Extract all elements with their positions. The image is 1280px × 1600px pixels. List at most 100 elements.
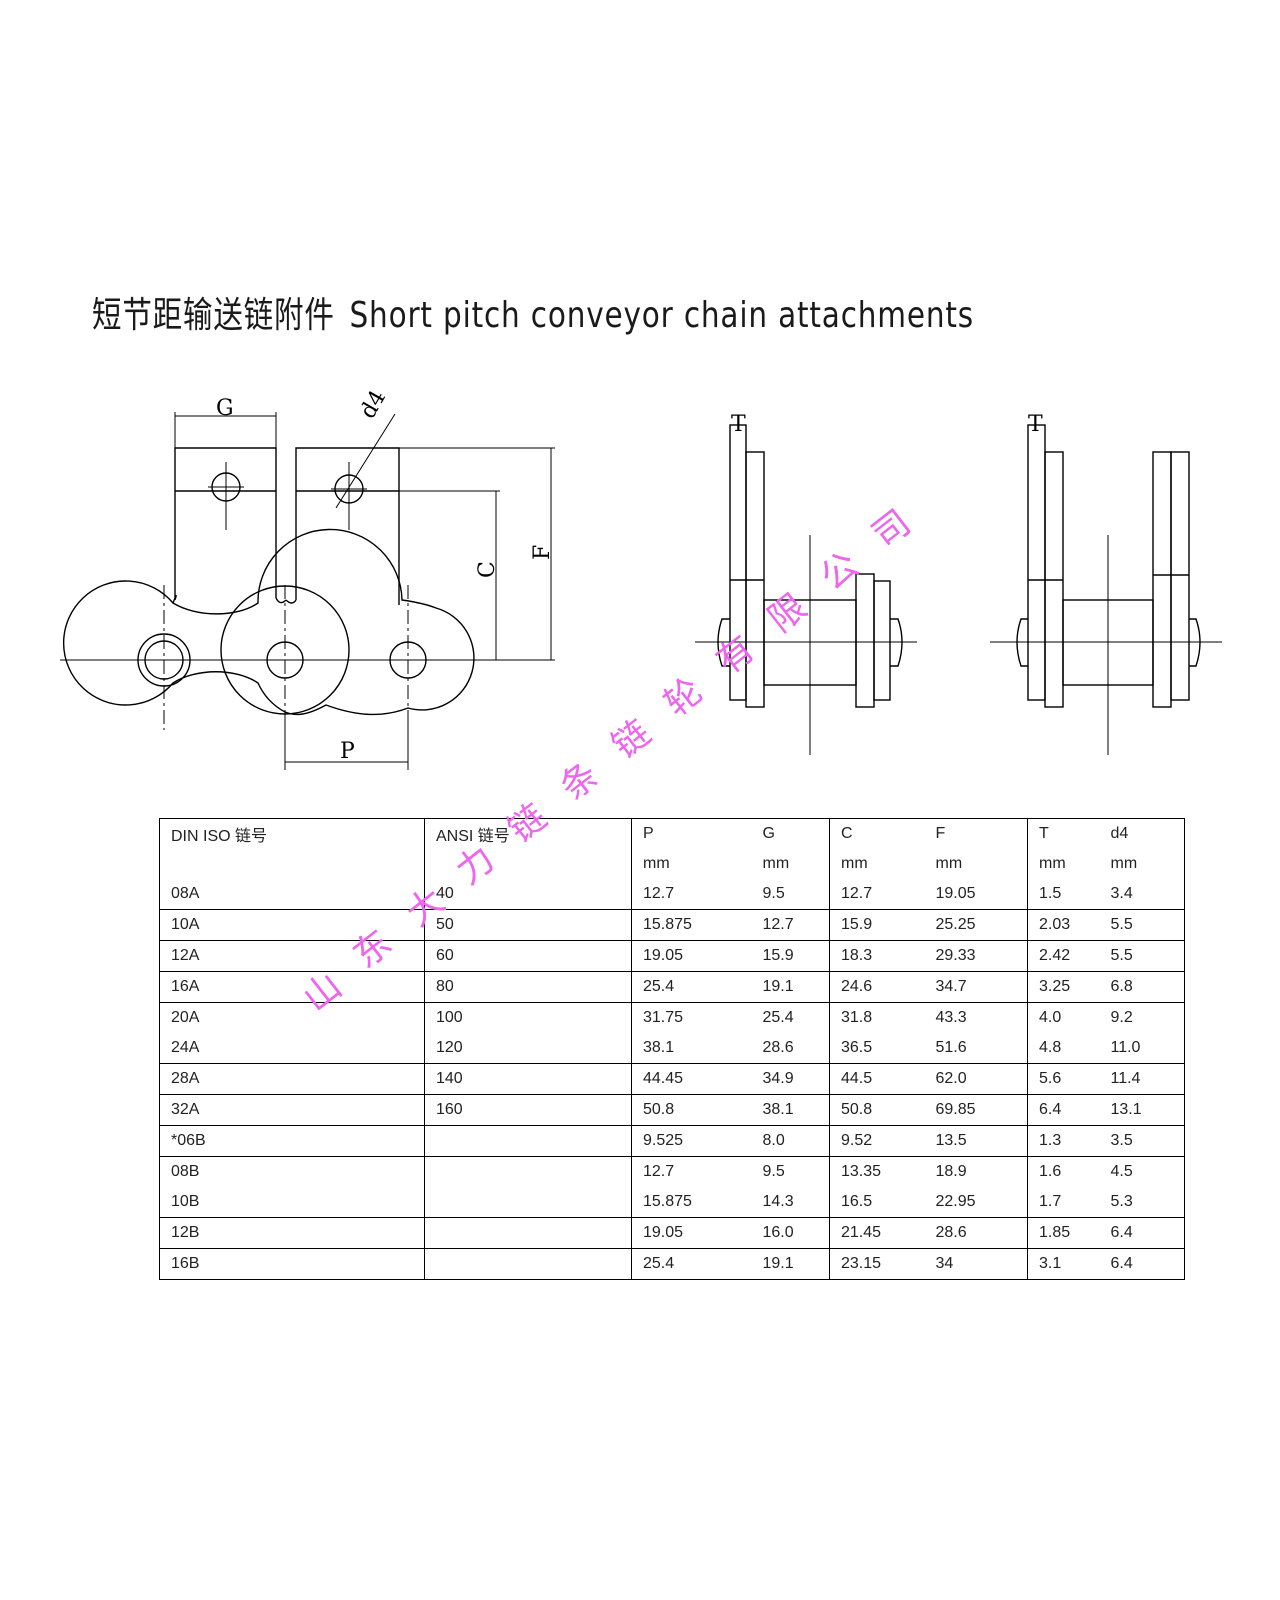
dim-label-p: P: [340, 739, 355, 764]
table-cell: 6.8: [1099, 971, 1185, 1003]
spec-table: DIN ISO 链号 ANSI 链号 P G C F T d4 mm mm mm…: [159, 818, 1185, 1280]
table-cell: 10A: [159, 909, 425, 941]
table-cell: 31.8: [829, 1002, 925, 1033]
table-cell: 19.05: [631, 1217, 752, 1249]
table-cell: 140: [424, 1063, 632, 1095]
table-cell: 51.6: [935, 1039, 967, 1056]
page-title-chinese: 短节距输送链附件: [92, 295, 335, 336]
table-cell: 20A: [159, 1002, 425, 1033]
table-cell: 9.2: [1099, 1002, 1185, 1033]
left-attachment: [172, 447, 287, 604]
table-cell: 14.3: [762, 1193, 794, 1210]
table-cell: 9.52: [829, 1125, 925, 1157]
table-cell: 13.35: [829, 1156, 925, 1187]
table-cell: 25.4: [631, 971, 752, 1003]
chain-attachment-drawing: G d4 C F P T T: [60, 386, 1222, 770]
table-cell: 13.1: [1099, 1094, 1185, 1126]
table-cell: 1.6: [1027, 1156, 1100, 1187]
table-cell: 12A: [159, 940, 425, 972]
table-cell: 40: [424, 879, 632, 910]
header-p: P: [631, 818, 752, 849]
table-cell: 15.875: [631, 909, 752, 941]
table-cell: 12.7: [631, 879, 752, 910]
table-cell: 22.95: [935, 1193, 976, 1210]
table-cell: 19.05: [631, 940, 752, 972]
table-cell: 08A: [159, 879, 425, 910]
table-cell: 38.1: [631, 1033, 752, 1064]
table-cell: 18.3: [829, 940, 925, 972]
section-view-single: [695, 424, 917, 755]
table-cell: 44.5: [829, 1063, 925, 1095]
table-cell: 5.5: [1099, 909, 1185, 941]
table-cell: [424, 1217, 632, 1249]
dim-label-c: C: [475, 561, 500, 578]
dim-label-g: G: [216, 396, 234, 421]
header-f: F: [924, 818, 1028, 849]
table-cell: 16.5: [829, 1187, 925, 1218]
table-cell: 1.5: [1027, 879, 1100, 910]
table-cell: 12.7: [631, 1156, 752, 1187]
table-cell: 2.42: [1027, 940, 1100, 972]
table-cell: 28.6: [762, 1039, 794, 1056]
header-d4: d4: [1099, 818, 1185, 849]
table-cell: 31.75: [631, 1002, 752, 1033]
table-cell: 10B: [159, 1187, 425, 1218]
table-cell: 24.6: [829, 971, 925, 1003]
table-cell: 44.45: [631, 1063, 752, 1095]
table-cell: 1.7: [1027, 1187, 1100, 1218]
table-cell: [424, 1248, 632, 1280]
header-t: T: [1027, 818, 1100, 849]
chain-link-outline: [63, 528, 475, 716]
table-cell: 23.15: [829, 1248, 925, 1280]
table-cell: 5.6: [1027, 1063, 1100, 1095]
table-cell: 8.0: [751, 1125, 830, 1157]
table-cell: [424, 1125, 632, 1157]
side-view: [60, 412, 555, 770]
table-cell: 3.5: [1099, 1125, 1185, 1157]
table-cell: 21.45: [829, 1217, 925, 1249]
table-cell: 13.5: [924, 1125, 1028, 1157]
table-cell: 19.1: [751, 971, 830, 1003]
table-cell: 50: [424, 909, 632, 941]
dim-label-f: F: [530, 545, 555, 560]
table-cell: 28A: [159, 1063, 425, 1095]
table-cell: 19.1: [751, 1248, 830, 1280]
table-cell: 15.875: [631, 1187, 752, 1218]
table-cell: 08B: [159, 1156, 425, 1187]
table-cell: 9.5: [751, 1156, 830, 1187]
unit-cell: mm: [1099, 849, 1185, 879]
table-cell: 25.25: [924, 909, 1028, 941]
header-c: C: [829, 818, 925, 849]
table-cell: 12B: [159, 1217, 425, 1249]
table-cell: 43.3: [924, 1002, 1028, 1033]
table-cell: 9.5: [762, 885, 785, 902]
table-cell: 25.4: [631, 1248, 752, 1280]
table-cell: 29.33: [924, 940, 1028, 972]
table-cell: 6.4: [1027, 1094, 1100, 1126]
table-cell: 2.03: [1027, 909, 1100, 941]
table-cell: 24A: [159, 1033, 425, 1064]
table-cell: [424, 1156, 632, 1187]
table-cell: 34: [924, 1248, 1028, 1280]
table-cell: 16A: [159, 971, 425, 1003]
header-din-iso: DIN ISO 链号: [159, 818, 425, 849]
table-cell: 80: [424, 971, 632, 1003]
table-cell: 3.25: [1027, 971, 1100, 1003]
table-cell: 4.8: [1027, 1033, 1100, 1064]
table-cell: 4.5: [1099, 1156, 1185, 1187]
unit-cell: mm: [1027, 849, 1100, 879]
table-cell: 32A: [159, 1094, 425, 1126]
table-cell: 5.3: [1099, 1187, 1185, 1218]
table-cell: 1.85: [1027, 1217, 1100, 1249]
table-cell: 34.9: [751, 1063, 830, 1095]
